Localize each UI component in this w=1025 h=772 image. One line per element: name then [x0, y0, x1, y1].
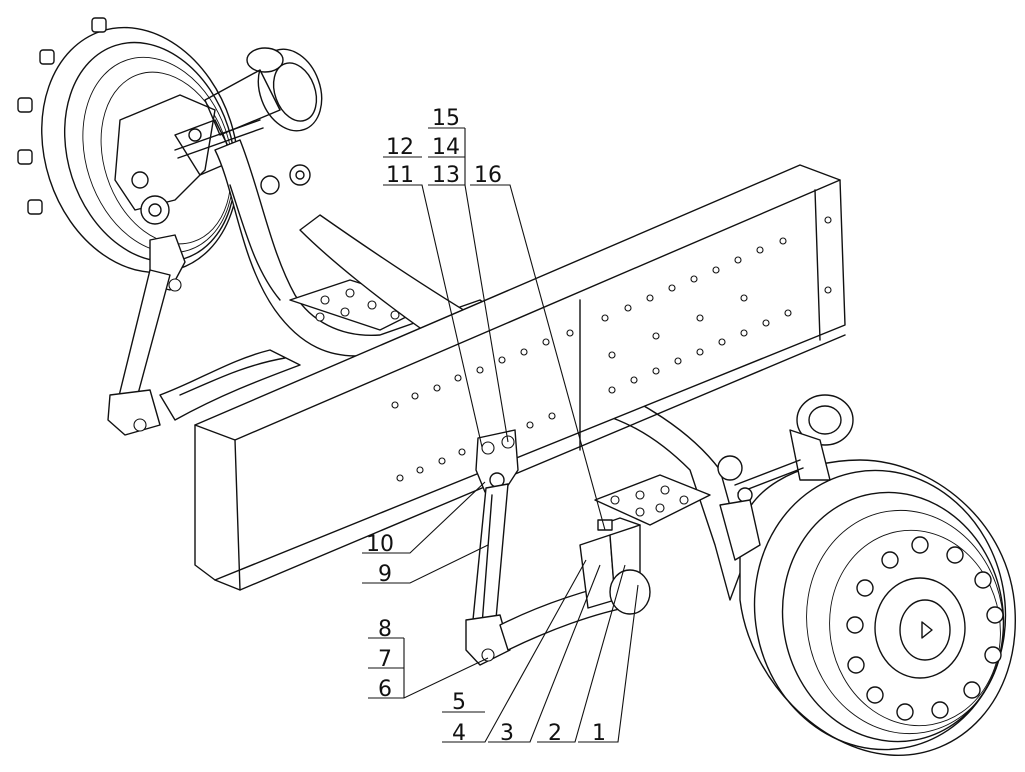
callout-3: 3: [500, 721, 514, 746]
torque-link: [465, 483, 641, 666]
callout-6: 6: [378, 677, 392, 702]
axle-beam: [214, 139, 746, 601]
callout-16: 16: [474, 163, 502, 188]
callout-13: 13: [432, 163, 460, 188]
callout-4: 4: [452, 721, 466, 746]
callout-1: 1: [592, 721, 606, 746]
callout-12: 12: [386, 135, 414, 160]
callout-10: 10: [366, 532, 394, 557]
frame-rail: [194, 164, 846, 591]
link-bracket: [475, 429, 519, 493]
lug-nuts: [846, 536, 1004, 721]
callout-14: 14: [432, 135, 460, 160]
callout-7: 7: [378, 647, 392, 672]
left-wheel-hub: [17, 17, 323, 292]
callout-9: 9: [378, 562, 392, 587]
callout-15: 15: [432, 106, 460, 131]
spring-seat-bracket: [579, 517, 651, 615]
callout-2: 2: [548, 721, 562, 746]
left-tie-rod: [107, 269, 301, 436]
callout-labels: 1 2 3 4 5 6 7 8 9 10 11 12 13 14 15 16: [366, 106, 606, 746]
callout-8: 8: [378, 617, 392, 642]
right-wheel-hub: [717, 394, 1016, 756]
frame-holes: [391, 216, 832, 482]
callout-leaders: [362, 127, 639, 743]
callout-11: 11: [386, 163, 414, 188]
callout-5: 5: [452, 690, 466, 715]
